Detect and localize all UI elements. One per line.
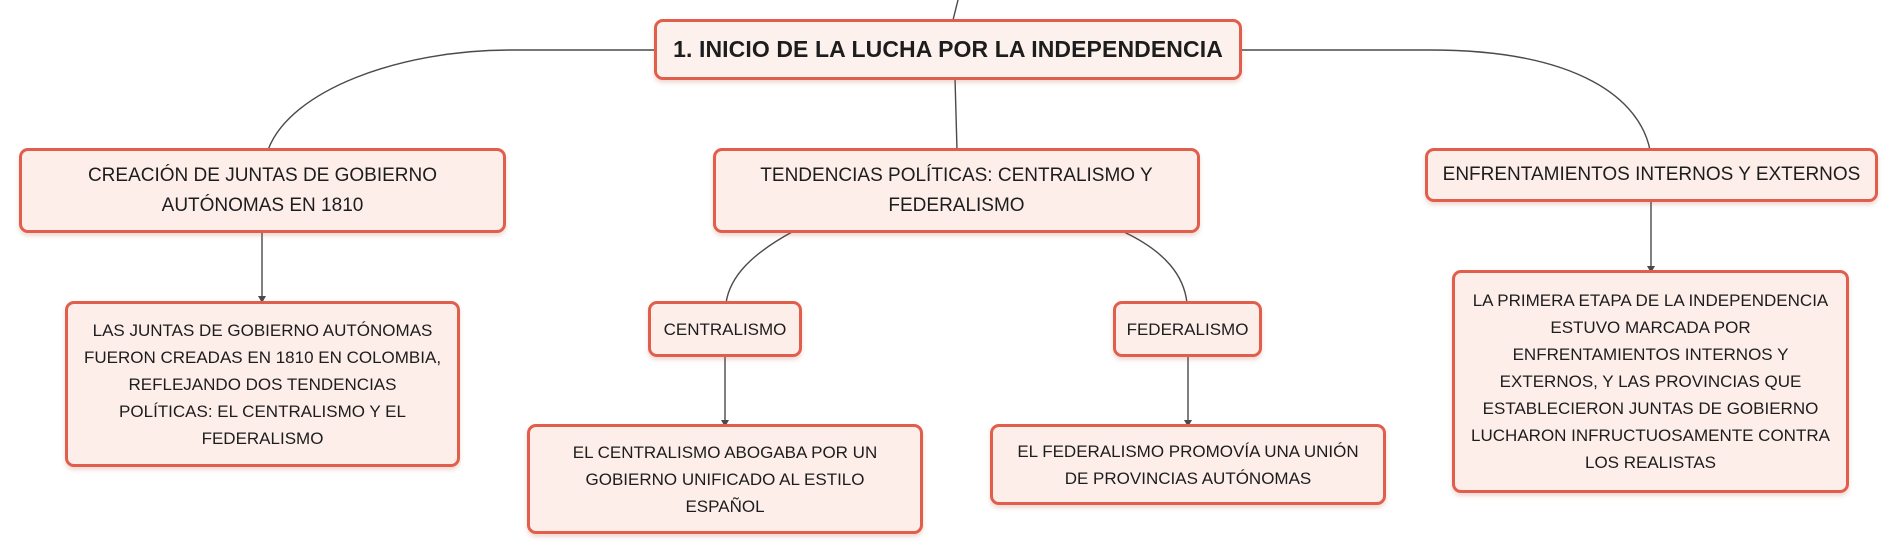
connector-root-to-tendencias bbox=[954, 77, 958, 151]
connector-tendencias-to-federalismo bbox=[1123, 231, 1188, 304]
connector-root-to-juntas bbox=[267, 49, 656, 151]
subtopic-federalismo-label: FEDERALISMO bbox=[1126, 319, 1249, 339]
arrowhead-centralismo-detail bbox=[721, 420, 729, 427]
subtopic-federalismo-node[interactable]: FEDERALISMO bbox=[1113, 301, 1262, 357]
root-topic-node[interactable]: 1. INICIO DE LA LUCHA POR LA INDEPENDENC… bbox=[654, 19, 1242, 80]
detail-enfrentamientos-node[interactable]: LA PRIMERA ETAPA DE LA INDEPENDENCIA EST… bbox=[1452, 270, 1849, 493]
root-topic-label: 1. INICIO DE LA LUCHA POR LA INDEPENDENC… bbox=[673, 36, 1223, 62]
detail-enfrentamientos-text: LA PRIMERA ETAPA DE LA INDEPENDENCIA EST… bbox=[1471, 291, 1830, 472]
detail-federalismo-node[interactable]: EL FEDERALISMO PROMOVÍA UNA UNIÓN DE PRO… bbox=[990, 424, 1386, 505]
topic-enfrentamientos-label: ENFRENTAMIENTOS INTERNOS Y EXTERNOS bbox=[1442, 164, 1861, 185]
topic-juntas-label: CREACIÓN DE JUNTAS DE GOBIERNO AUTÓNOMAS… bbox=[87, 164, 438, 216]
detail-centralismo-node[interactable]: EL CENTRALISMO ABOGABA POR UN GOBIERNO U… bbox=[527, 424, 923, 534]
detail-juntas-text: LAS JUNTAS DE GOBIERNO AUTÓNOMAS FUERON … bbox=[83, 320, 442, 448]
connector-root-to-enfrentamientos bbox=[1240, 49, 1651, 151]
subtopic-centralismo-node[interactable]: CENTRALISMO bbox=[648, 301, 802, 357]
topic-tendencias-label: TENDENCIAS POLÍTICAS: CENTRALISMO Y FEDE… bbox=[760, 164, 1153, 216]
topic-tendencias-node[interactable]: TENDENCIAS POLÍTICAS: CENTRALISMO Y FEDE… bbox=[713, 148, 1200, 233]
topic-juntas-node[interactable]: CREACIÓN DE JUNTAS DE GOBIERNO AUTÓNOMAS… bbox=[19, 148, 506, 233]
arrowhead-enfrentamientos-detail bbox=[1647, 266, 1655, 273]
subtopic-centralismo-label: CENTRALISMO bbox=[663, 319, 787, 339]
detail-centralismo-text: EL CENTRALISMO ABOGABA POR UN GOBIERNO U… bbox=[572, 442, 878, 516]
detail-federalismo-text: EL FEDERALISMO PROMOVÍA UNA UNIÓN DE PRO… bbox=[1017, 441, 1359, 488]
detail-juntas-node[interactable]: LAS JUNTAS DE GOBIERNO AUTÓNOMAS FUERON … bbox=[65, 301, 460, 467]
arrowhead-juntas-detail bbox=[258, 296, 266, 303]
connector-tendencias-to-centralismo bbox=[725, 231, 793, 304]
arrowhead-federalismo-detail bbox=[1184, 420, 1192, 427]
topic-enfrentamientos-node[interactable]: ENFRENTAMIENTOS INTERNOS Y EXTERNOS bbox=[1425, 148, 1878, 202]
connector-parent-to-root bbox=[952, 0, 959, 21]
